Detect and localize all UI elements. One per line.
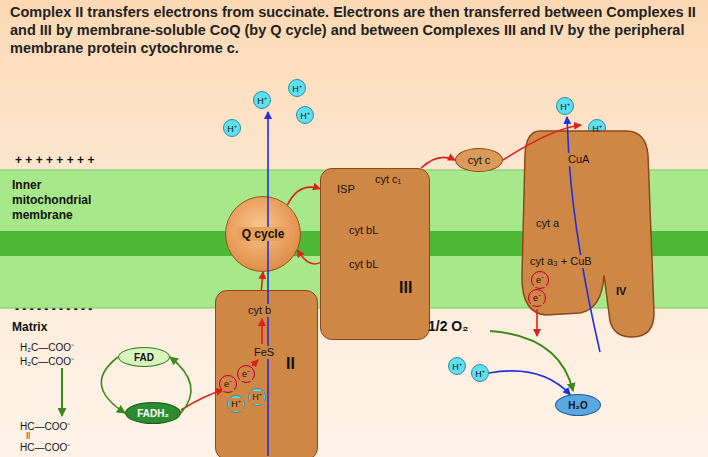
flow-connector [287,187,320,205]
formula-label: || [26,430,30,439]
flow-connector [421,157,455,168]
proton-pump-arrow [267,112,269,456]
complex-iv-shape: CuA cyt a cyt a₃ + CuB IV e⁻ e⁻ [518,125,658,340]
node-text: FAD [134,352,154,363]
proton-circle: H⁺ [248,388,266,406]
flow-connector [261,272,263,290]
node-text: CuA [566,153,591,166]
flow-connector [101,357,125,413]
node-text: cyt a₃ + CuB [528,255,594,268]
node-text: III [397,281,414,294]
title: Complex II transfers electrons from succ… [10,3,705,57]
region-label: Inner mitochondrial membrane [12,178,117,223]
electron-circle: e⁻ [531,271,549,289]
electron-arrow [261,319,263,344]
proton-circle: H⁺ [227,395,245,413]
node-text: cyt bL [347,224,380,237]
node-text: cyt a [534,217,561,230]
region-label: Matrix [12,320,47,334]
formula-label: HC—COO⁻ [20,440,70,454]
node-text: ISP [335,183,357,196]
node-text: cyt c [468,154,491,166]
flow-connector [503,125,581,160]
node-text: H⁺ [250,391,264,404]
reduction-arrow [490,331,573,391]
oxidation-arrow [61,368,63,416]
proton-circle: H⁺ [253,91,271,109]
complex-iv-outline [522,131,654,337]
node-text: cyt c₁ [373,173,403,186]
fadh2-ellipse: FADH₂ [125,402,181,424]
oxygen-label: 1/2 O₂ [428,318,468,334]
proton-circle: H⁺ [296,106,314,124]
node-text: H⁺ [475,367,485,380]
electron-circle: e⁻ [219,375,237,393]
electron-arrow [536,309,538,336]
node-text: II [284,357,297,370]
flow-connector [297,250,320,264]
proton-circle: H⁺ [556,97,574,115]
q-cycle-circle: Q cycle [225,196,301,272]
node-text: H⁺ [592,122,602,135]
flow-connector [170,357,191,413]
node-text: cyt bL [347,258,380,271]
node-text: cyt b [246,304,273,317]
node-text: e⁻ [240,368,252,381]
water-ellipse: H₂O [555,394,601,416]
node-text: H⁺ [229,398,243,411]
complex-box: ISP cyt c₁ cyt bL cyt bL III [320,168,430,340]
node-text: e⁻ [531,292,543,305]
node-text: FeS [252,346,276,359]
node-text: e⁻ [222,378,234,391]
proton-circle: H⁺ [288,79,306,97]
node-text: H⁺ [560,100,570,113]
cytochrome-c-ellipse: cyt c [455,148,503,172]
electron-circle: e⁻ [528,289,546,307]
node-text: FADH₂ [137,408,169,419]
node-text: IV [614,285,628,298]
node-text: Q cycle [237,227,289,241]
electron-arrow [252,360,258,366]
proton-circle: H⁺ [448,357,466,375]
fad-ellipse: FAD [118,347,170,367]
node-text: H⁺ [257,94,267,107]
formula-label: H₂C—COO⁻ [20,340,74,354]
node-text: H₂O [568,400,587,411]
proton-pump-arrow [567,117,600,352]
node-text: H⁺ [300,109,310,122]
node-text: H⁺ [452,360,462,373]
node-text: H⁺ [292,82,302,95]
electron-circle: e⁻ [237,365,255,383]
proton-circle: H⁺ [471,364,489,382]
complex-box: cyt b FeS II e⁻ e⁻ H⁺ H⁺ [215,290,318,457]
region-label: - - - - - - - - - - - [15,302,92,316]
electron-arrow [181,390,223,410]
formula-label: H₂C—COO⁻ [20,354,74,368]
proton-circle: H⁺ [223,119,241,137]
node-text: e⁻ [534,274,546,287]
region-label: + + + + + + + + [15,153,94,167]
flow-connector [489,371,570,395]
node-text: H⁺ [227,122,237,135]
